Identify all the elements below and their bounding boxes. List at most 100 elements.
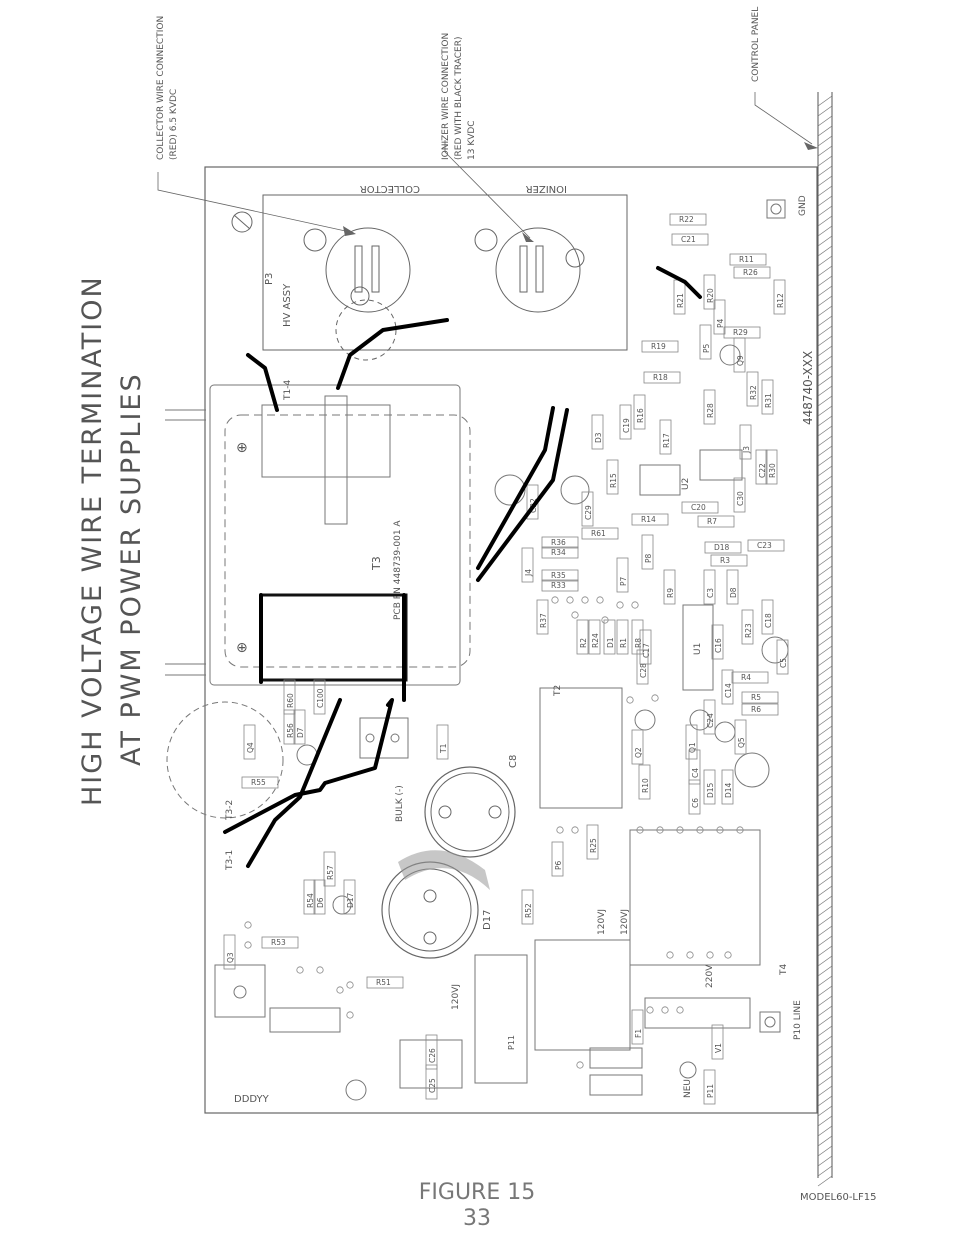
component-label-d1: D1 bbox=[606, 637, 615, 648]
control-panel-label: CONTROL PANEL bbox=[751, 7, 761, 82]
footprint-r34 bbox=[541, 546, 579, 559]
ionizer-callout: IONIZER WIRE CONNECTION (RED WITH BLACK … bbox=[441, 33, 534, 242]
component-label-r19: R19 bbox=[651, 342, 666, 351]
footprint-r32 bbox=[746, 371, 759, 407]
component-label-c30: C30 bbox=[736, 491, 745, 506]
component-label-q3: Q3 bbox=[226, 952, 235, 963]
capacitor-c32 bbox=[494, 474, 526, 506]
footprint-j4 bbox=[521, 547, 534, 583]
footprint-f1 bbox=[631, 1009, 644, 1045]
transformer-t4 bbox=[629, 829, 761, 966]
component-label-r54: R54 bbox=[306, 893, 315, 908]
pad-27 bbox=[316, 966, 324, 974]
pad-2 bbox=[581, 596, 589, 604]
footprint-r60 bbox=[283, 679, 296, 715]
footprint-r17 bbox=[659, 419, 672, 455]
component-label-r14: R14 bbox=[641, 515, 656, 524]
footprint-r8 bbox=[631, 619, 644, 655]
component-label-r7: R7 bbox=[707, 517, 717, 526]
component-label-q4: Q4 bbox=[246, 742, 255, 753]
pad-6 bbox=[556, 826, 564, 834]
pad-5 bbox=[631, 601, 639, 609]
bulk-label: BULK (-) bbox=[395, 785, 405, 822]
120v-label-3: 120VJ bbox=[451, 984, 461, 1010]
t2-label: T2 bbox=[553, 685, 563, 697]
wire-r21 bbox=[656, 266, 702, 299]
component-label-r31: R31 bbox=[764, 393, 773, 408]
footprint-r37 bbox=[536, 599, 549, 635]
footprint-q3 bbox=[223, 934, 236, 970]
collector-socket bbox=[325, 227, 411, 313]
collector-callout: COLLECTOR WIRE CONNECTION (RED) 6.5 KVDC bbox=[156, 16, 356, 236]
component-label-c22: C22 bbox=[758, 463, 767, 478]
pad-26 bbox=[296, 966, 304, 974]
component-label-c6: C6 bbox=[691, 798, 700, 808]
component-label-d6: D6 bbox=[316, 897, 325, 908]
footprint-r52 bbox=[521, 889, 534, 925]
t3-label: T3 bbox=[370, 556, 383, 571]
footprint-q4 bbox=[243, 724, 256, 760]
neu-label: NEU bbox=[683, 1079, 693, 1098]
component-label-q1: Q1 bbox=[688, 742, 697, 753]
footprint-r5 bbox=[741, 691, 779, 704]
pad-31 bbox=[651, 694, 659, 702]
pad-28 bbox=[336, 986, 344, 994]
footprint-c6 bbox=[688, 779, 701, 815]
component-label-r56: R56 bbox=[286, 723, 295, 738]
footprint-c28 bbox=[636, 649, 649, 685]
component-label-p4: P4 bbox=[716, 318, 725, 328]
component-label-r51: R51 bbox=[376, 978, 391, 987]
component-label-r3: R3 bbox=[720, 556, 730, 565]
pad-30 bbox=[601, 616, 609, 624]
component-label-q2: Q2 bbox=[634, 747, 643, 758]
ionizer-callout-line3: 13 KVDC bbox=[467, 120, 477, 160]
footprint-r10 bbox=[638, 764, 651, 800]
t4-label: T4 bbox=[779, 964, 789, 976]
component-label-c21: C21 bbox=[681, 235, 696, 244]
footprint-r20 bbox=[703, 274, 716, 310]
component-label-r5: R5 bbox=[751, 693, 761, 702]
footprint-p6 bbox=[551, 841, 564, 877]
relay-block bbox=[534, 939, 631, 1051]
component-label-d14: D14 bbox=[724, 782, 733, 798]
footprint-r61 bbox=[581, 527, 619, 540]
component-label-r26: R26 bbox=[743, 268, 758, 277]
figure-caption: FIGURE 15 bbox=[418, 1180, 536, 1205]
component-label-r34: R34 bbox=[551, 548, 566, 557]
component-label-r11: R11 bbox=[739, 255, 754, 264]
component-label-c23: C23 bbox=[757, 541, 772, 550]
footprint-r35 bbox=[541, 569, 579, 582]
t1-tab bbox=[359, 717, 409, 759]
control-panel-callout: CONTROL PANEL bbox=[751, 7, 818, 150]
t3-1-wire bbox=[246, 698, 342, 868]
component-label-p8: P8 bbox=[644, 553, 653, 563]
fuse-f1 bbox=[644, 997, 751, 1029]
footprint-r2 bbox=[576, 619, 589, 655]
component-label-c100: C100 bbox=[316, 688, 325, 708]
transistor-q9 bbox=[719, 344, 741, 366]
component-label-r61: R61 bbox=[591, 529, 606, 538]
ionizer-arrowhead bbox=[522, 232, 534, 242]
component-label-j4: J4 bbox=[524, 569, 533, 577]
svg-text:⊕: ⊕ bbox=[236, 440, 248, 456]
component-label-d3: D3 bbox=[594, 432, 603, 443]
collector-leader-line bbox=[157, 172, 351, 233]
collector-wire bbox=[336, 318, 449, 390]
footprint-r12 bbox=[773, 279, 786, 315]
component-label-t1: T1 bbox=[439, 743, 448, 754]
footprint-d14 bbox=[721, 769, 734, 805]
transistor-q6 bbox=[332, 895, 352, 915]
footprint-c20 bbox=[681, 501, 719, 514]
pcb-part-number: PCB PN 448739-001 A bbox=[393, 520, 403, 620]
footprint-d7 bbox=[293, 709, 306, 745]
footprint-c25 bbox=[425, 1064, 438, 1100]
pad-20 bbox=[661, 1006, 669, 1014]
component-label-f1: F1 bbox=[634, 1029, 643, 1038]
footprint-r54 bbox=[303, 879, 316, 915]
footprint-v1 bbox=[711, 1024, 724, 1060]
footprint-c22 bbox=[755, 449, 768, 485]
ionizer-wire-a bbox=[476, 406, 555, 570]
gnd-label: GND bbox=[798, 195, 808, 216]
footprint-c17 bbox=[639, 629, 652, 665]
component-label-r53: R53 bbox=[271, 938, 286, 947]
